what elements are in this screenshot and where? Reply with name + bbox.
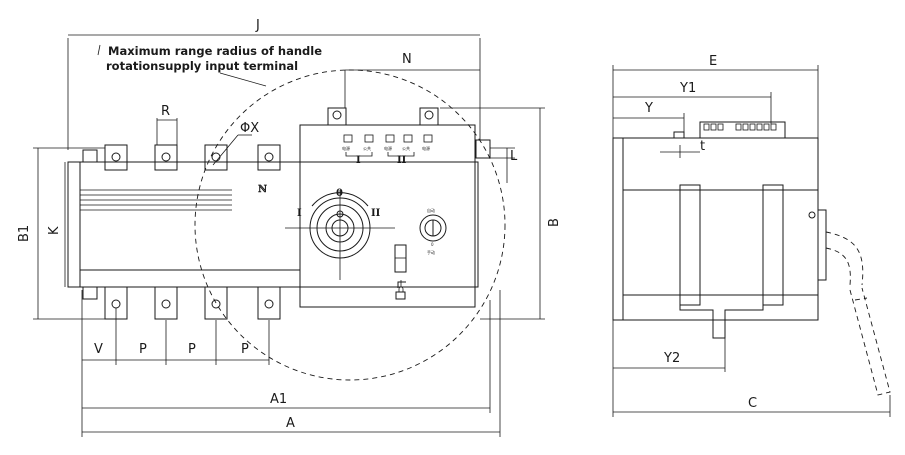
handle-rotation-circle	[194, 69, 506, 381]
dim-b1-label: B1	[17, 225, 32, 242]
top-connector-left	[327, 107, 347, 126]
side-handle-hub	[817, 209, 827, 281]
knob-top-label: 自动	[427, 207, 435, 213]
dim-l-label: L	[510, 149, 518, 164]
brand-logo: ℕ	[258, 184, 267, 195]
top-connector-right	[419, 107, 439, 126]
terminal-label: 电源	[422, 145, 430, 151]
group-label-i: I	[356, 155, 361, 166]
dim-p3-label: P	[241, 342, 249, 357]
dim-t-label: t	[700, 139, 705, 154]
mode-knob: 自动 手动 0	[419, 207, 447, 255]
note-leader-top	[97, 44, 101, 56]
side-bottom-bracket	[679, 305, 764, 339]
dim-n-label: N	[402, 52, 412, 67]
switch-body	[67, 161, 479, 288]
dim-y-label: Y	[644, 101, 653, 116]
handle-outline-upper	[825, 231, 864, 286]
note-line-1: Maximum range radius of handle	[108, 44, 322, 58]
knob-bottom-label: 手动	[427, 249, 435, 255]
side-backplate	[612, 137, 624, 321]
terminal-label: 电源	[342, 145, 350, 151]
position-ii-label: II	[371, 208, 381, 219]
side-view: E Y1 Y t Y2 C	[612, 54, 891, 417]
dim-p1-label: P	[139, 342, 147, 357]
dim-a1-label: A1	[270, 392, 287, 407]
dim-phix-label: ΦX	[240, 121, 259, 136]
terminal-label: 电源	[384, 145, 392, 151]
side-bracket-right	[762, 184, 784, 306]
dim-v-label: V	[94, 342, 103, 357]
dim-b-label: B	[547, 218, 562, 227]
dim-k-label: K	[47, 226, 62, 235]
dim-p2-label: P	[188, 342, 196, 357]
handle-outline-lower	[849, 287, 891, 396]
side-body	[622, 137, 819, 321]
note-leader	[219, 72, 267, 87]
position-i-label: I	[297, 208, 302, 219]
side-bracket-left	[679, 184, 701, 306]
terminal-label: 公共	[402, 145, 410, 151]
terminal-label: 公共	[363, 145, 371, 151]
side-top-module	[699, 121, 786, 139]
side-terminal-teeth	[703, 123, 777, 131]
note-line-2: rotationsupply input terminal	[106, 59, 298, 73]
dim-a-label: A	[286, 416, 295, 431]
top-terminals	[82, 144, 281, 171]
rotary-handle: I II 0	[285, 188, 395, 280]
dim-j-label: J	[255, 18, 260, 33]
dim-y1-label: Y1	[679, 81, 696, 96]
front-view: 电源 公共 电源 公共 电源 I II ℕ I II 0	[17, 18, 562, 437]
terminal-strip: 电源 公共 电源 公共 电源 I II	[342, 134, 433, 166]
bottom-terminals	[82, 286, 281, 320]
controller-panel	[299, 124, 476, 308]
dim-e-label: E	[709, 54, 717, 69]
side-terminal	[475, 139, 491, 159]
knob-mid-label: 0	[431, 242, 434, 247]
dim-r-label: R	[161, 104, 170, 119]
dim-c-label: C	[748, 396, 757, 411]
side-top-pin	[673, 131, 685, 139]
position-0-label: 0	[336, 188, 343, 199]
lock-slot	[394, 244, 407, 273]
padlock-icon	[397, 281, 406, 288]
body-stripes	[80, 189, 232, 211]
group-label-ii: II	[397, 155, 407, 166]
dim-y2-label: Y2	[663, 351, 680, 366]
